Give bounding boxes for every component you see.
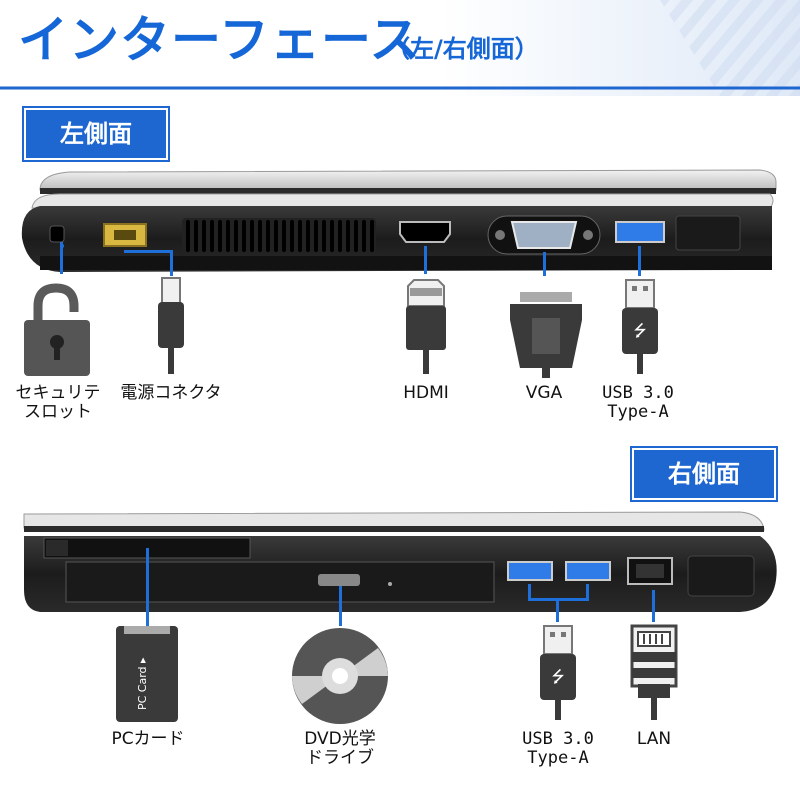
pointer-lan	[652, 590, 655, 622]
left-side-laptop-image	[21, 169, 777, 272]
vga-plug-icon	[510, 292, 582, 378]
pc-card-icon: PC Card ▸	[116, 626, 178, 722]
vent-slot	[282, 220, 286, 252]
caption-hdmi: HDMI	[403, 383, 449, 403]
pointer-usb-left	[638, 246, 641, 276]
banner-background	[0, 0, 800, 96]
dvd-disc-icon	[292, 628, 388, 724]
vent-slot	[234, 220, 238, 252]
pointer-usb-b	[586, 584, 589, 600]
vent-slot	[346, 220, 350, 252]
vent-slot	[250, 220, 254, 252]
vent-slot	[362, 220, 366, 252]
svg-text:⭍: ⭍	[633, 321, 646, 340]
pointer-vga	[543, 252, 546, 276]
vent-slot	[290, 220, 294, 252]
pointer-usb-right	[556, 598, 559, 622]
vent-slot	[330, 220, 334, 252]
page-subtitle: （左/右側面）	[386, 35, 539, 63]
lan-plug-icon	[630, 624, 678, 720]
vent-slot	[258, 220, 262, 252]
pointer-security	[60, 242, 63, 274]
title-banner: インターフェース （左/右側面）	[0, 0, 800, 96]
vent-slot	[298, 220, 302, 252]
vent-slot	[218, 220, 222, 252]
caption-lan: LAN	[636, 729, 672, 749]
pointer-power-v	[170, 250, 173, 276]
power-plug-icon	[158, 277, 184, 374]
svg-text:⭍: ⭍	[551, 667, 564, 686]
vent-slot	[322, 220, 326, 252]
caption-dvd-drive: DVD光学 ドライブ	[304, 729, 376, 768]
caption-power-connector: 電源コネクタ	[120, 383, 222, 403]
vent-slot	[306, 220, 310, 252]
padlock-icon	[24, 283, 90, 376]
vent-slot	[210, 220, 214, 252]
pointer-usb-a	[528, 584, 531, 600]
left-side-label: 左側面	[28, 112, 164, 156]
caption-usb-right: USB 3.0 Type-A	[522, 729, 594, 768]
caption-usb-left: USB 3.0 Type-A	[602, 383, 674, 422]
pointer-dvd	[339, 586, 342, 626]
vent-slot	[314, 220, 318, 252]
vent-slot	[194, 220, 198, 252]
vent-slot	[202, 220, 206, 252]
caption-vga: VGA	[525, 383, 563, 403]
pc-card-label: PC Card ▸	[136, 657, 149, 710]
usb-plug-icon-right: ⭍	[540, 625, 576, 720]
caption-security-slot: セキュリテ スロット	[15, 383, 101, 422]
right-side-label: 右側面	[636, 452, 772, 496]
vent-slot	[242, 220, 246, 252]
pointer-hdmi	[424, 246, 427, 274]
vent-slot	[370, 220, 374, 252]
pointer-power-h	[124, 250, 172, 253]
usb-plug-icon: ⭍	[622, 279, 658, 374]
vent-slot	[354, 220, 358, 252]
vent-slot	[338, 220, 342, 252]
hdmi-plug-icon	[406, 279, 446, 374]
vent-slot	[274, 220, 278, 252]
right-side-laptop-image	[23, 511, 777, 612]
page-title: インターフェース	[18, 11, 421, 69]
vent-slot	[266, 220, 270, 252]
caption-pc-card: PCカード	[111, 729, 185, 749]
pointer-pc-card	[146, 548, 149, 626]
vent-slot	[226, 220, 230, 252]
vent-slot	[186, 220, 190, 252]
